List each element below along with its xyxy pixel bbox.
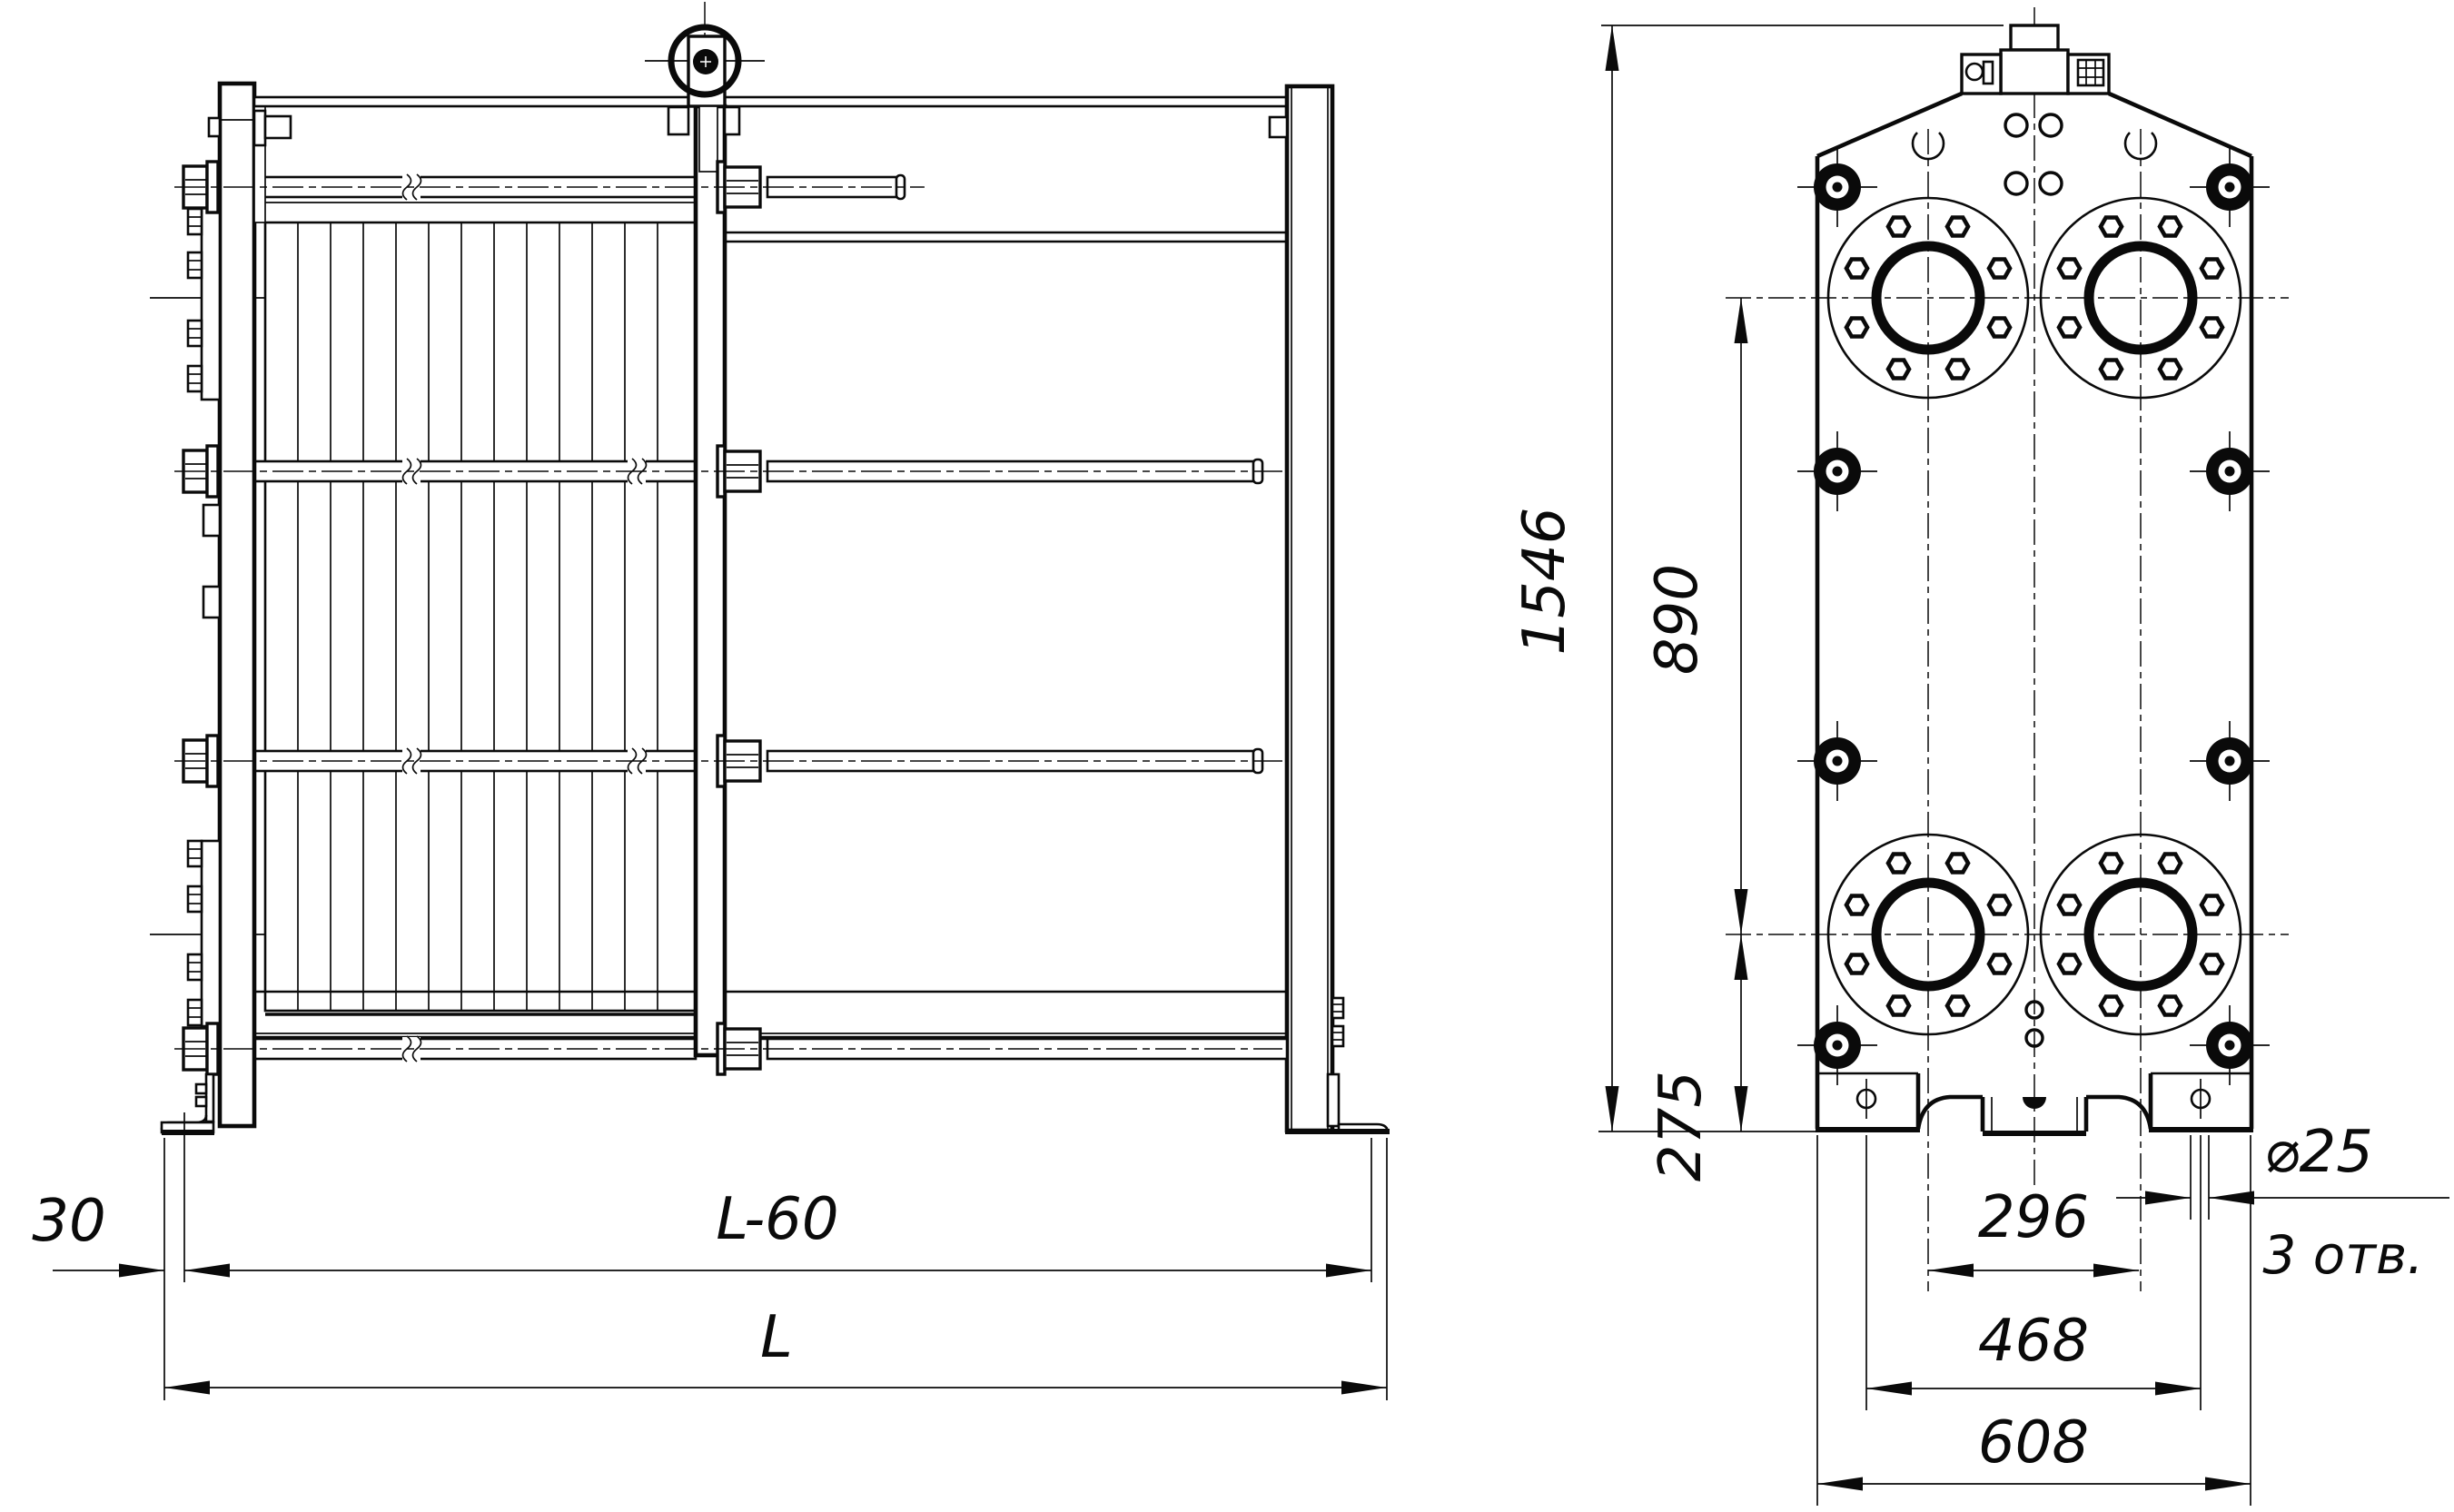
small-holes	[2004, 113, 2063, 1048]
front-view	[1726, 7, 2289, 1291]
tie-bolt-1	[174, 160, 925, 214]
side-view-dimensions: 30 L-60 L	[32, 1112, 1388, 1400]
lifting-eye	[645, 2, 765, 173]
front-foot	[160, 1072, 215, 1135]
port-connection-bosses	[186, 205, 222, 1028]
dim-plate-width: 608	[1978, 1409, 2089, 1477]
dim-port-pitch: 296	[1978, 1184, 2089, 1251]
rear-foot	[1285, 1072, 1390, 1134]
dim-port-bottom-height: 275	[1648, 1071, 1715, 1181]
movable-plate	[693, 104, 727, 1058]
carrying-bar	[252, 95, 1289, 108]
dim-foot-hole-diameter: ⌀25	[2264, 1119, 2373, 1186]
rear-column	[1268, 84, 1345, 1133]
frame-plate-outline	[1815, 91, 2254, 1129]
dim-overall-height: 1546	[1511, 508, 1578, 656]
dim-port-vertical-span: 890	[1644, 564, 1711, 675]
frame-bolts	[1796, 146, 2271, 1086]
feet	[1816, 1072, 2253, 1136]
hook-cutout-left	[1911, 132, 1945, 161]
tie-bolt-4	[174, 1022, 1289, 1076]
hook-cutout-right	[2123, 132, 2158, 161]
eye-ring	[668, 24, 742, 98]
plate-pack	[263, 202, 698, 1016]
bar-bolt	[263, 114, 292, 140]
tie-bolt-2	[174, 444, 1282, 499]
dim-foot-hole-pitch: 468	[1978, 1308, 2089, 1375]
dim-tie-length: L-60	[716, 1186, 838, 1253]
bar-bracket	[252, 109, 267, 147]
top-bracket	[1960, 24, 2111, 95]
front-view-dimensions: 1546 890 275 296 468 608 ⌀25 3 отв.	[1511, 25, 2449, 1506]
fixed-frame-plate	[207, 81, 292, 1129]
dim-foot-hole-count: 3 отв.	[2262, 1224, 2423, 1286]
dim-overall-length: L	[760, 1304, 793, 1371]
tie-bolt-3	[174, 734, 1282, 788]
dim-foot-offset: 30	[32, 1188, 105, 1255]
side-view	[150, 2, 1390, 1135]
center-foot-notch	[2023, 1097, 2046, 1109]
